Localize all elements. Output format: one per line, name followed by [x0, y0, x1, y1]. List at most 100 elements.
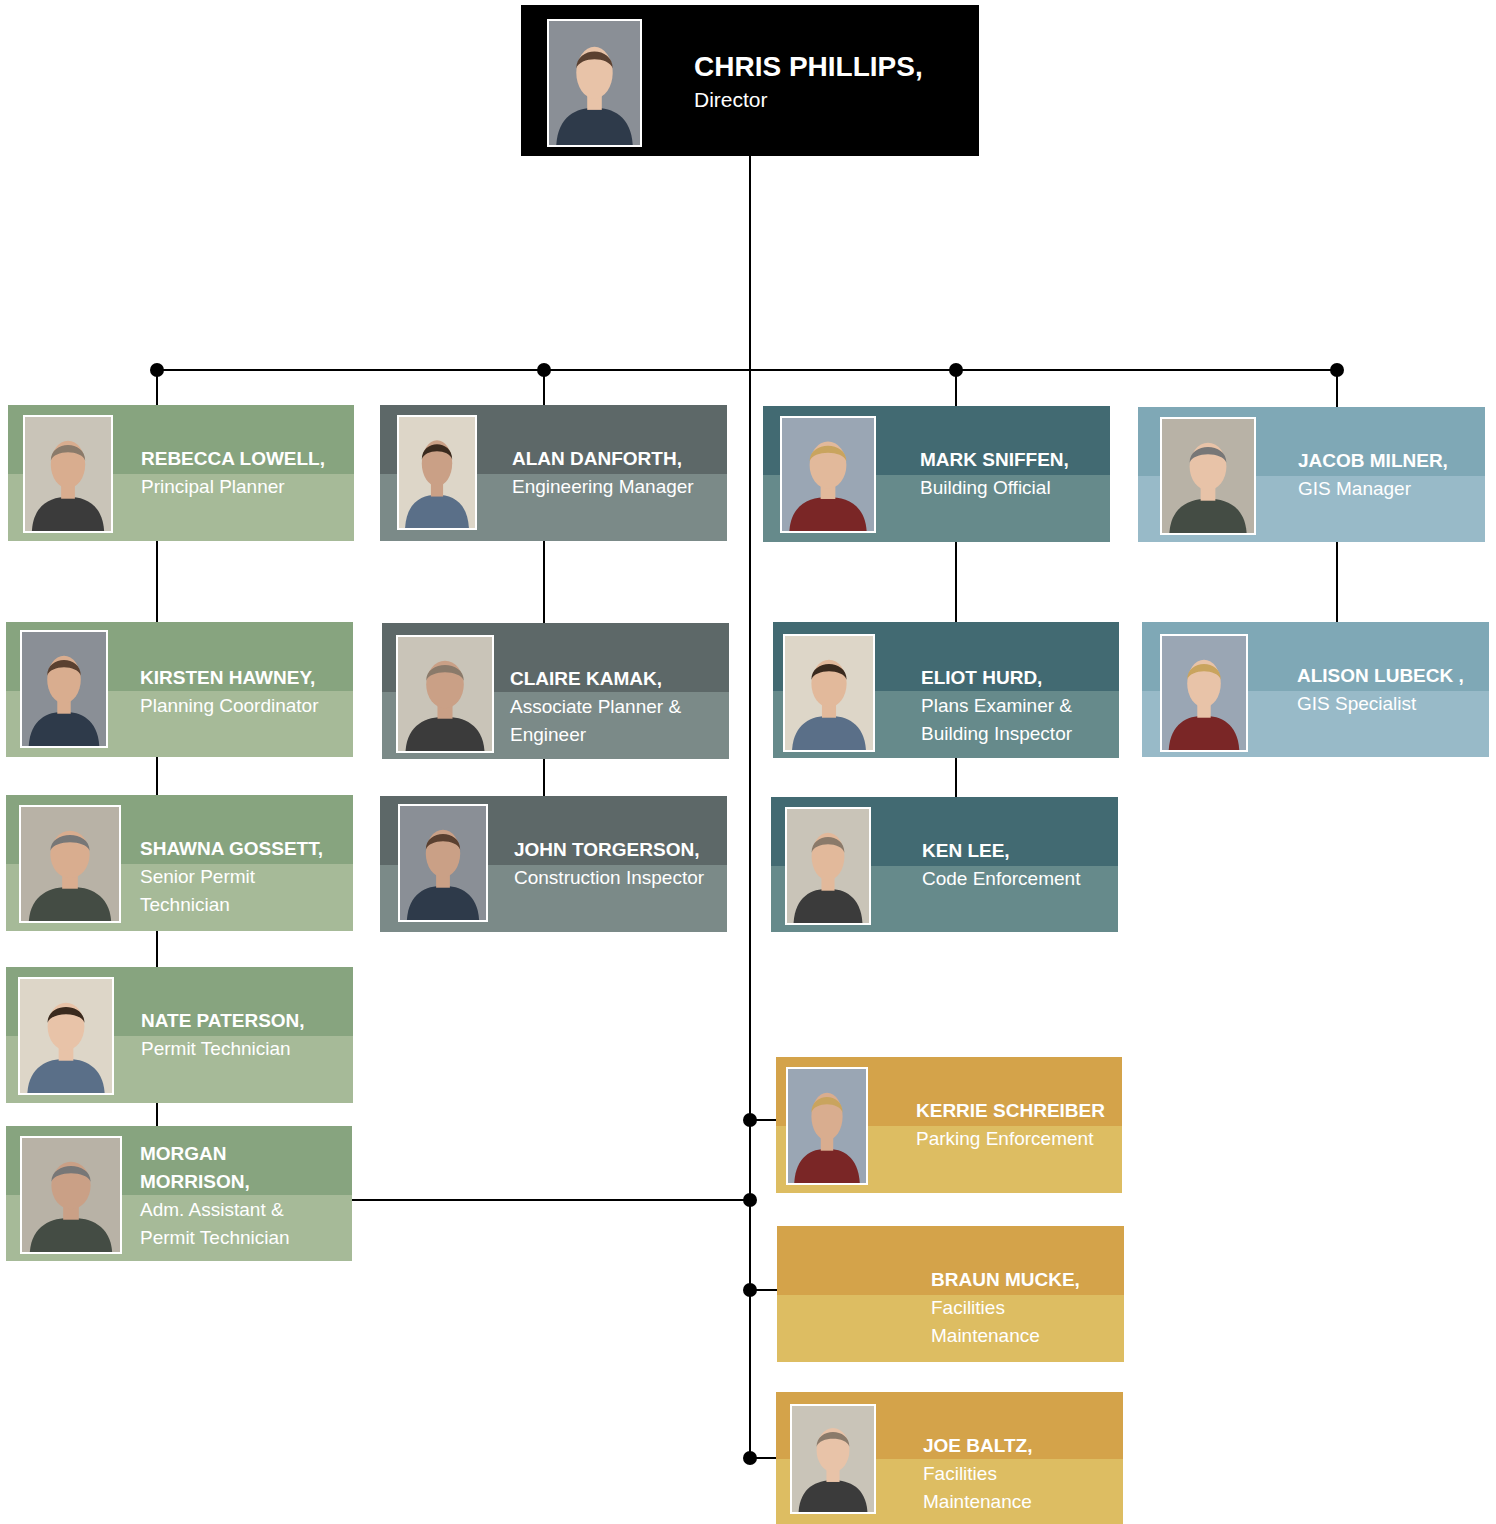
photo-frame [1160, 417, 1256, 535]
portrait-photo [399, 417, 475, 528]
person-name: CLAIRE KAMAK, [510, 665, 710, 693]
person-box: KERRIE SCHREIBERParking Enforcement [776, 1057, 1122, 1193]
text-block: KERRIE SCHREIBERParking Enforcement [916, 1057, 1116, 1153]
text-block: SHAWNA GOSSETT,Senior Permit Technician [140, 795, 345, 919]
job-title: Adm. Assistant & Permit Technician [140, 1196, 310, 1252]
reporting-line [157, 156, 750, 405]
person-name: JACOB MILNER, [1298, 447, 1478, 475]
person-name: MORGAN MORRISON, [140, 1140, 310, 1196]
portrait-photo [787, 809, 869, 923]
text-block: CLAIRE KAMAK,Associate Planner & Enginee… [510, 623, 710, 749]
person-name: SHAWNA GOSSETT, [140, 835, 345, 863]
job-title: Facilities Maintenance [923, 1460, 1083, 1516]
photo-frame [18, 977, 114, 1095]
person-box: ALISON LUBECK ,GIS Specialist [1142, 622, 1489, 757]
portrait-photo [782, 418, 874, 531]
text-block: BRAUN MUCKE,Facilities Maintenance [931, 1226, 1111, 1350]
job-title: Plans Examiner & Building Inspector [921, 692, 1111, 748]
text-block: JOE BALTZ,Facilities Maintenance [923, 1392, 1083, 1516]
person-box: JOHN TORGERSON,Construction Inspector [380, 796, 727, 932]
photo-frame [790, 1404, 876, 1514]
text-block: MARK SNIFFEN,Building Official [920, 406, 1105, 502]
text-block: KIRSTEN HAWNEY,Planning Coordinator [140, 622, 345, 720]
photo-frame [20, 1136, 122, 1254]
photo-frame [23, 415, 113, 533]
reporting-line [955, 542, 957, 622]
text-block: MORGAN MORRISON,Adm. Assistant & Permit … [140, 1126, 310, 1252]
person-name: ELIOT HURD, [921, 664, 1111, 692]
job-title: Principal Planner [141, 473, 346, 501]
junction-dot [1330, 363, 1344, 377]
reporting-line [543, 759, 545, 796]
reporting-line [156, 931, 158, 967]
person-name: KEN LEE, [922, 837, 1082, 865]
portrait-photo [25, 417, 111, 531]
photo-frame [1160, 634, 1248, 752]
text-block: JOHN TORGERSON,Construction Inspector [514, 796, 719, 892]
photo-frame [547, 19, 642, 147]
photo-frame [786, 1067, 868, 1185]
reporting-line [750, 156, 1337, 407]
reporting-line [1336, 542, 1338, 622]
text-block: CHRIS PHILLIPS,Director [694, 5, 964, 115]
portrait-photo [792, 1406, 874, 1512]
reporting-line [156, 541, 158, 622]
junction-dot [743, 1451, 757, 1465]
job-title: GIS Manager [1298, 475, 1478, 503]
reporting-line [543, 541, 545, 623]
person-box: BRAUN MUCKE,Facilities Maintenance [777, 1226, 1124, 1362]
person-box: CHRIS PHILLIPS,Director [521, 5, 979, 156]
reporting-line [156, 1103, 158, 1126]
person-box: JOE BALTZ,Facilities Maintenance [776, 1392, 1123, 1524]
portrait-photo [1162, 636, 1246, 750]
person-name: REBECCA LOWELL, [141, 445, 346, 473]
reporting-line [955, 758, 957, 797]
photo-frame [19, 805, 121, 923]
portrait-photo [20, 979, 112, 1093]
photo-frame [398, 804, 488, 922]
text-block: KEN LEE,Code Enforcement [922, 797, 1082, 893]
person-box: MORGAN MORRISON,Adm. Assistant & Permit … [6, 1126, 352, 1261]
job-title: Director [694, 85, 964, 115]
person-box: MARK SNIFFEN,Building Official [763, 406, 1110, 542]
person-name: JOE BALTZ, [923, 1432, 1083, 1460]
person-box: REBECCA LOWELL,Principal Planner [8, 405, 354, 541]
text-block: ELIOT HURD,Plans Examiner & Building Ins… [921, 622, 1111, 748]
person-box: KEN LEE,Code Enforcement [771, 797, 1118, 932]
reporting-line [156, 757, 158, 795]
person-name: NATE PATERSON, [141, 1007, 346, 1035]
portrait-photo [22, 1138, 120, 1252]
person-name: BRAUN MUCKE, [931, 1266, 1111, 1294]
reporting-line [544, 156, 750, 405]
text-block: REBECCA LOWELL,Principal Planner [141, 405, 346, 501]
person-name: CHRIS PHILLIPS, [694, 49, 964, 85]
portrait-photo [398, 637, 492, 751]
text-block: NATE PATERSON,Permit Technician [141, 967, 346, 1063]
job-title: Associate Planner & Engineer [510, 693, 710, 749]
portrait-photo [400, 806, 486, 920]
photo-frame [780, 416, 876, 533]
person-name: KERRIE SCHREIBER [916, 1097, 1116, 1125]
job-title: Code Enforcement [922, 865, 1082, 893]
person-box: CLAIRE KAMAK,Associate Planner & Enginee… [382, 623, 729, 759]
person-box: ALAN DANFORTH,Engineering Manager [380, 405, 727, 541]
job-title: Planning Coordinator [140, 692, 345, 720]
person-name: MARK SNIFFEN, [920, 446, 1105, 474]
job-title: Facilities Maintenance [931, 1294, 1111, 1350]
junction-dot [537, 363, 551, 377]
person-box: JACOB MILNER,GIS Manager [1138, 407, 1485, 542]
portrait-photo [785, 636, 873, 750]
photo-frame [397, 415, 477, 530]
portrait-photo [1162, 419, 1254, 533]
job-title: Senior Permit Technician [140, 863, 345, 919]
reporting-line [352, 156, 750, 1200]
photo-frame [785, 807, 871, 925]
photo-frame [396, 635, 494, 753]
person-name: JOHN TORGERSON, [514, 836, 719, 864]
photo-frame [20, 630, 108, 748]
text-block: ALISON LUBECK ,GIS Specialist [1297, 622, 1482, 718]
portrait-photo [22, 632, 106, 746]
job-title: GIS Specialist [1297, 690, 1482, 718]
